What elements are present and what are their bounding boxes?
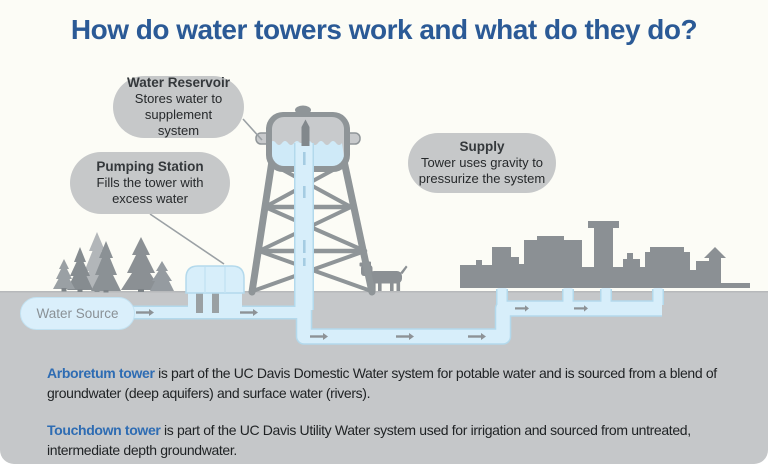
note-touchdown: Touchdown tower is part of the UC Davis … bbox=[47, 421, 755, 461]
callout-body: Stores water to supplement system bbox=[134, 91, 223, 139]
page-title: How do water towers work and what do the… bbox=[70, 14, 698, 45]
callout-supply: Supply Tower uses gravity to pressurize … bbox=[408, 133, 556, 193]
pine-trees-illustration bbox=[53, 232, 174, 293]
callout-title: Supply bbox=[459, 138, 505, 154]
note-lead: Touchdown tower bbox=[47, 421, 161, 438]
flow-arrow-icons bbox=[136, 305, 588, 340]
note-text: is part of the UC Davis Domestic Water s… bbox=[47, 365, 717, 401]
note-text: is part of the UC Davis Utility Water sy… bbox=[47, 421, 691, 458]
leader-line bbox=[242, 118, 263, 141]
leader-lines bbox=[149, 118, 263, 265]
flow-arrow-icon bbox=[396, 333, 414, 340]
notes-section: Arboretum tower is part of the UC Davis … bbox=[47, 364, 755, 464]
tank-riser-pipe bbox=[301, 119, 310, 146]
note-arboretum: Arboretum tower is part of the UC Davis … bbox=[47, 364, 755, 404]
flow-arrow-icon bbox=[574, 305, 588, 312]
leader-line bbox=[149, 213, 225, 265]
water-source-label: Water Source bbox=[20, 297, 135, 330]
water-pipes bbox=[128, 143, 664, 345]
flow-arrow-icon bbox=[310, 333, 328, 340]
callout-body: Tower uses gravity to pressurize the sys… bbox=[418, 155, 546, 187]
callout-title: Water Reservoir bbox=[126, 74, 231, 90]
callout-title: Pumping Station bbox=[96, 158, 204, 174]
callout-pumping-station: Pumping Station Fills the tower with exc… bbox=[70, 152, 230, 214]
flow-arrow-icon bbox=[136, 309, 154, 316]
note-lead: Arboretum tower bbox=[47, 365, 155, 381]
flow-arrow-icon bbox=[515, 305, 529, 312]
callout-body: Fills the tower with excess water bbox=[96, 175, 204, 207]
pumping-station-illustration bbox=[185, 265, 245, 316]
flow-arrow-icon bbox=[240, 309, 258, 316]
city-skyline-illustration bbox=[460, 221, 750, 288]
flow-arrow-icon bbox=[468, 333, 486, 340]
callout-water-reservoir: Water Reservoir Stores water to suppleme… bbox=[113, 74, 244, 139]
